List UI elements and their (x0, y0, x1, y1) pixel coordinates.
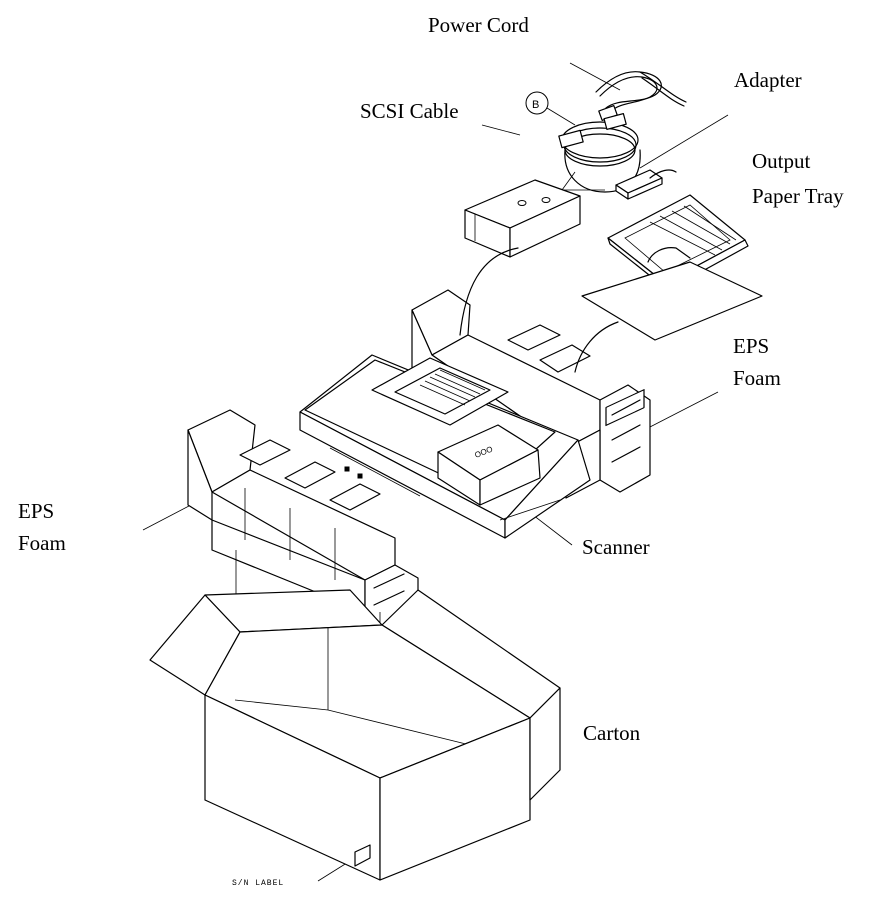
scanner: OOO (299, 354, 591, 539)
label-sn: S/N LABEL (232, 879, 284, 888)
label-carton: Carton (583, 721, 641, 745)
connector-sheet-foam (574, 321, 619, 373)
accessory-box (464, 179, 581, 258)
label-output-line2: Paper Tray (752, 184, 844, 208)
callout-b: B (525, 91, 576, 126)
eps-foam-front (187, 409, 419, 631)
label-scanner: Scanner (582, 535, 650, 559)
label-eps-foam-right-line2: Foam (733, 366, 781, 390)
scanner-vents (419, 369, 486, 406)
adapter (615, 169, 677, 200)
label-output-line1: Output (752, 149, 811, 173)
power-cord (595, 71, 687, 122)
label-power-cord: Power Cord (428, 13, 529, 37)
label-scsi-cable: SCSI Cable (360, 99, 459, 123)
label-adapter: Adapter (734, 68, 802, 92)
svg-text:B: B (532, 99, 539, 111)
carton (149, 589, 561, 881)
cardboard-sheet (581, 261, 763, 341)
label-eps-foam-left-line2: Foam (18, 531, 66, 555)
scsi-cable (558, 112, 641, 193)
label-eps-foam-left-line1: EPS (18, 499, 54, 523)
connector-box-foam (459, 247, 519, 336)
label-eps-foam-right-line1: EPS (733, 334, 769, 358)
